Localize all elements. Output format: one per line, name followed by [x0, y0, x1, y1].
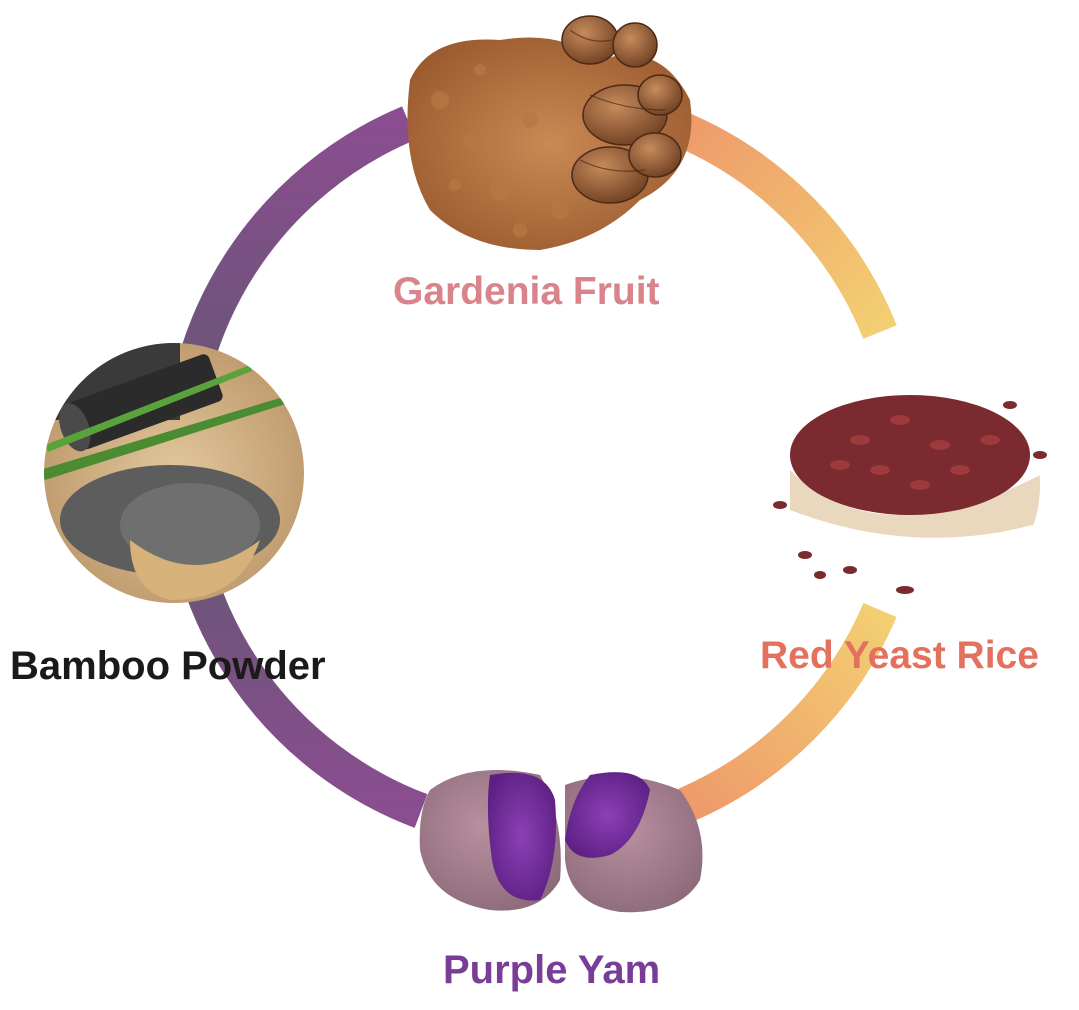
ring-segment-bottom-right [678, 602, 897, 822]
bamboo-powder-image [44, 343, 304, 603]
ring-segment-top-right [669, 110, 897, 339]
red-yeast-rice-image [773, 395, 1047, 594]
gardenia-fruit-label: Gardenia Fruit [393, 270, 660, 313]
purple-yam-image [419, 770, 703, 913]
red-yeast-rice-label: Red Yeast Rice [760, 634, 1039, 677]
purple-yam-label: Purple Yam [443, 948, 661, 992]
bamboo-powder-label: Bamboo Powder [10, 644, 326, 688]
gardenia-fruit-image [407, 15, 692, 250]
